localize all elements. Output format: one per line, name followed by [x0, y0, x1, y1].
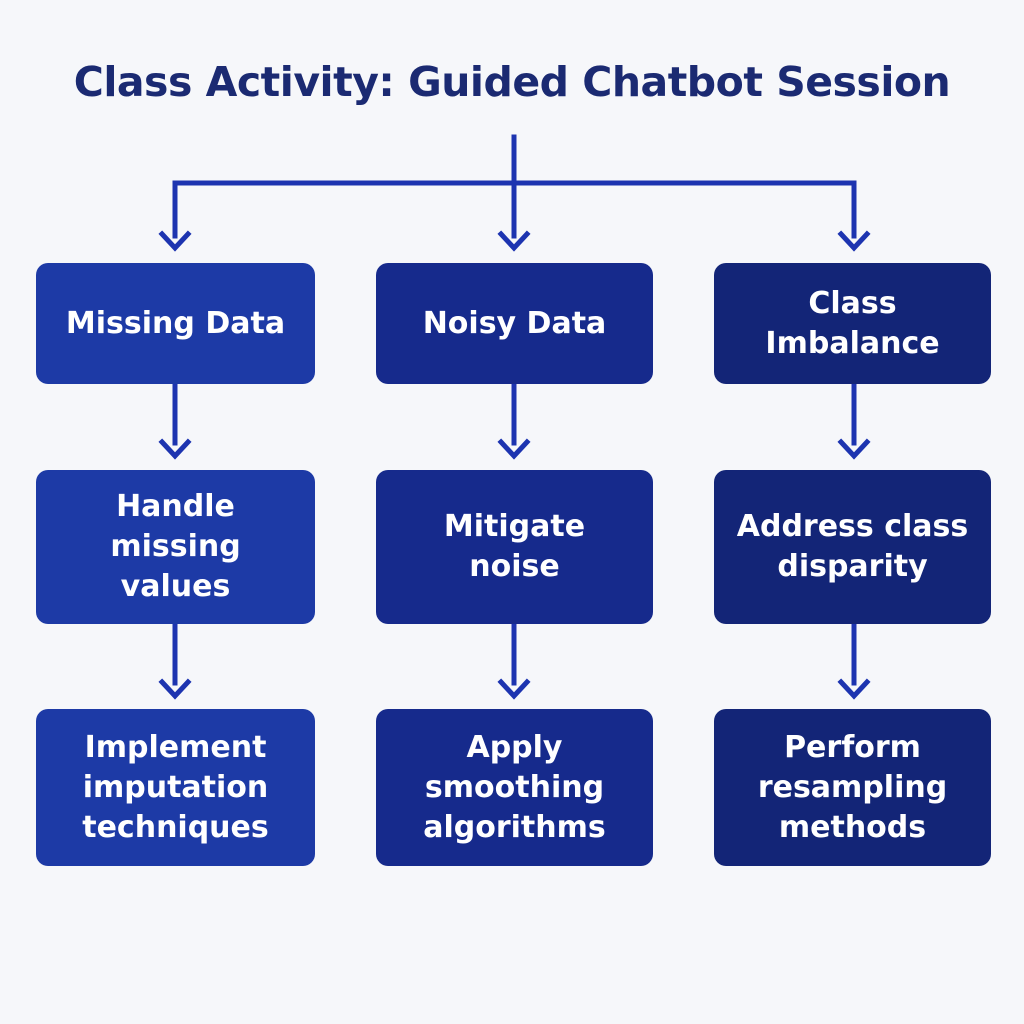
category-box-noisy-data: Noisy Data — [376, 263, 653, 384]
arrowhead-mid-2 — [497, 438, 531, 460]
category-box-missing-data: Missing Data — [36, 263, 315, 384]
arrowhead-low-1 — [158, 678, 192, 700]
category-label: Noisy Data — [422, 305, 607, 341]
step-box-handle-missing-values: Handle missing values — [36, 470, 315, 624]
category-label: Missing Data — [65, 305, 286, 341]
step-box-mitigate-noise: Mitigate noise — [376, 470, 653, 624]
step-label: Handle missing values — [110, 489, 241, 604]
category-box-class-imbalance: Class Imbalance — [714, 263, 991, 384]
diagram-title: Class Activity: Guided Chatbot Session — [73, 58, 951, 106]
arrowhead-mid-3 — [837, 438, 871, 460]
category-label: Class Imbalance — [765, 285, 940, 361]
technique-label: Perform resampling methods — [757, 729, 948, 845]
technique-label: Apply smoothing algorithms — [423, 729, 606, 845]
technique-box-resampling: Perform resampling methods — [714, 709, 991, 866]
arrowhead-mid-1 — [158, 438, 192, 460]
technique-box-imputation: Implement imputation techniques — [36, 709, 315, 866]
arrowhead-top-2 — [497, 230, 531, 252]
technique-box-smoothing: Apply smoothing algorithms — [376, 709, 653, 866]
arrowhead-top-1 — [158, 230, 192, 252]
step-box-address-class-disparity: Address class disparity — [714, 470, 991, 624]
step-label: Mitigate noise — [443, 509, 586, 584]
arrowhead-top-3 — [837, 230, 871, 252]
arrowhead-low-3 — [837, 678, 871, 700]
technique-label: Implement imputation techniques — [82, 729, 269, 845]
step-label: Address class disparity — [736, 509, 969, 584]
arrowhead-low-2 — [497, 678, 531, 700]
